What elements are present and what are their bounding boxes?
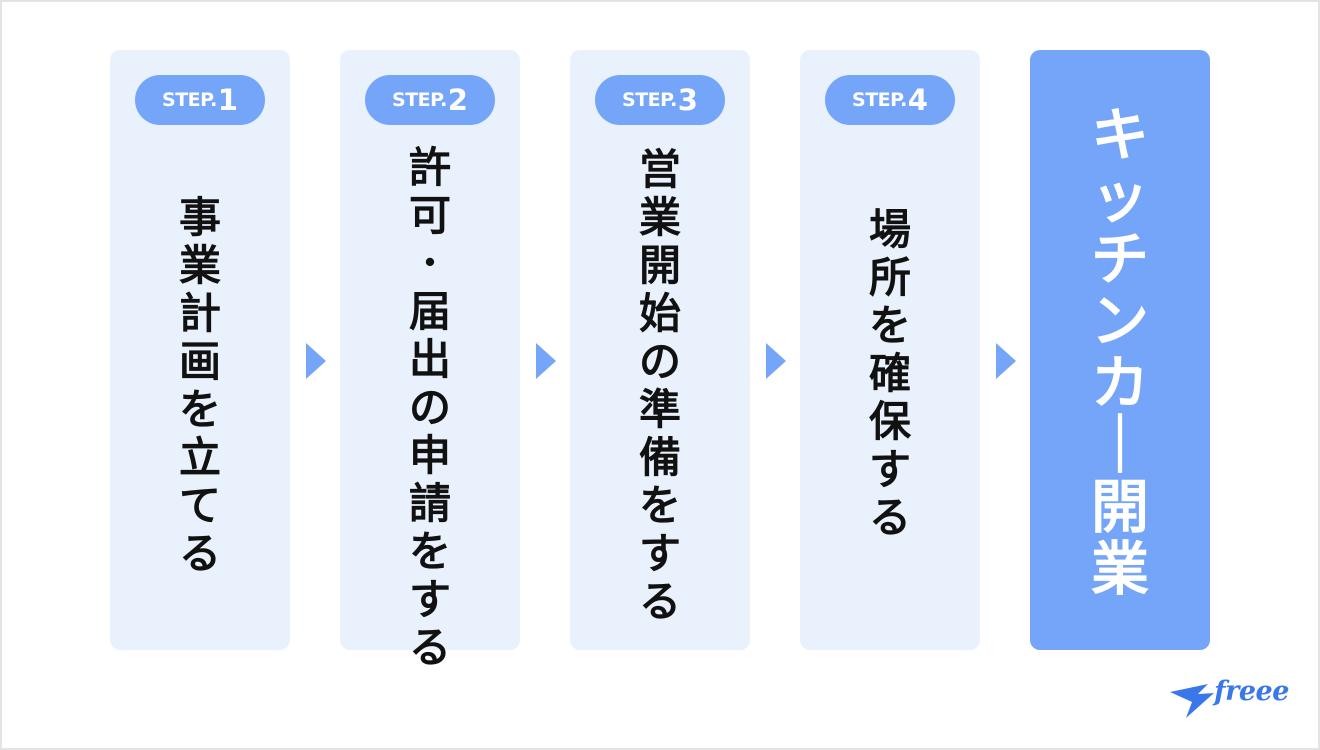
- title-char: 立: [178, 433, 221, 482]
- title-char: の: [638, 337, 681, 386]
- step-title-3: 営業開始の準備をする: [570, 146, 750, 626]
- title-char: 請: [408, 479, 451, 528]
- title-char: 場: [868, 205, 911, 254]
- title-char: ン: [1090, 287, 1149, 355]
- title-char: 始: [638, 289, 681, 338]
- title-char: る: [638, 577, 681, 626]
- step-badge-2: STEP.2: [365, 75, 495, 125]
- title-char: 出: [408, 335, 451, 384]
- title-char: を: [408, 527, 451, 576]
- step-label: STEP.: [852, 89, 907, 111]
- step-number: 2: [447, 83, 468, 117]
- title-char: 業: [638, 193, 681, 242]
- title-char: 事: [178, 193, 221, 242]
- title-char: カ: [1090, 349, 1149, 417]
- step-card-1: STEP.1 事業計画を立てる: [110, 50, 290, 650]
- step-title-1: 事業計画を立てる: [110, 194, 290, 578]
- title-char: る: [178, 529, 221, 578]
- title-char: を: [868, 301, 911, 350]
- title-char: る: [868, 493, 911, 542]
- title-char: を: [178, 385, 221, 434]
- step-label: STEP.: [162, 89, 217, 111]
- title-char: す: [638, 529, 681, 578]
- arrow-right-icon: [536, 343, 556, 379]
- arrow-right-icon: [766, 343, 786, 379]
- title-char: 備: [638, 433, 681, 482]
- step-card-2: STEP.2 許可･届出の申請をする: [340, 50, 520, 672]
- title-char: ッ: [1090, 163, 1149, 231]
- title-char: ｜: [1090, 411, 1149, 479]
- title-char: 営: [638, 145, 681, 194]
- title-char: を: [638, 481, 681, 530]
- step-number: 3: [677, 83, 698, 117]
- title-char: 準: [638, 385, 681, 434]
- arrow-right-icon: [306, 343, 326, 379]
- step-card-3: STEP.3 営業開始の準備をする: [570, 50, 750, 650]
- title-char: て: [178, 481, 221, 530]
- goal-card: キッチンカ｜開業: [1030, 50, 1210, 650]
- title-char: の: [408, 383, 451, 432]
- step-badge-1: STEP.1: [135, 75, 265, 125]
- title-char: る: [408, 623, 451, 672]
- title-char: 届: [408, 287, 451, 336]
- freee-bird-icon: [1170, 684, 1214, 718]
- title-char: 開: [638, 241, 681, 290]
- title-char: 業: [178, 241, 221, 290]
- title-char: 申: [408, 431, 451, 480]
- title-char: キ: [1090, 101, 1149, 169]
- arrow-right-icon: [996, 343, 1016, 379]
- step-label: STEP.: [392, 89, 447, 111]
- title-char: 所: [868, 253, 911, 302]
- step-number: 1: [217, 83, 238, 117]
- title-char: 保: [868, 397, 911, 446]
- title-char: 画: [178, 337, 221, 386]
- title-char: 業: [1090, 535, 1149, 603]
- step-title-2: 許可･届出の申請をする: [340, 144, 520, 672]
- step-title-4: 場所を確保する: [800, 206, 980, 542]
- title-char: 可: [408, 191, 451, 240]
- step-badge-3: STEP.3: [595, 75, 725, 125]
- title-char: チ: [1090, 225, 1149, 293]
- freee-logo-text: freee: [1214, 676, 1289, 707]
- title-char: 開: [1090, 473, 1149, 541]
- title-char: ･: [419, 239, 441, 288]
- title-char: 許: [408, 143, 451, 192]
- title-char: す: [408, 575, 451, 624]
- title-char: す: [868, 445, 911, 494]
- step-number: 4: [907, 83, 928, 117]
- step-card-4: STEP.4 場所を確保する: [800, 50, 980, 650]
- step-label: STEP.: [622, 89, 677, 111]
- title-char: 確: [868, 349, 911, 398]
- step-badge-4: STEP.4: [825, 75, 955, 125]
- goal-title: キッチンカ｜開業: [1030, 104, 1210, 600]
- title-char: 計: [178, 289, 221, 338]
